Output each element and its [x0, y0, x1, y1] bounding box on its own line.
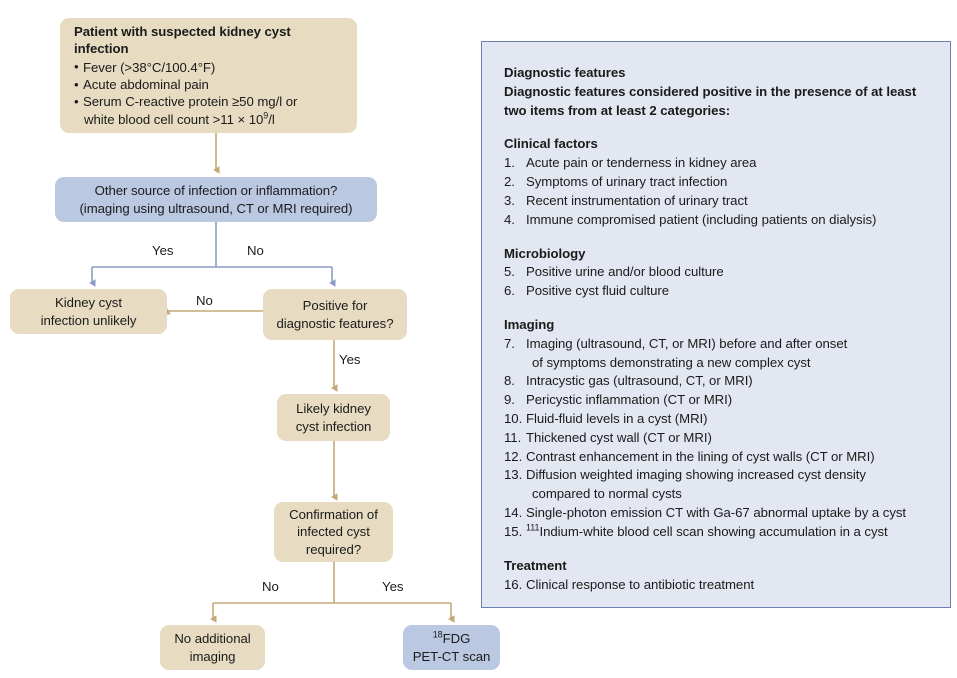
section-list-treatment: 16. Clinical response to antibiotic trea…	[504, 576, 932, 595]
node-other-source-question: Other source of infection or inflammatio…	[55, 177, 377, 222]
edge-label-confirmation-no: No	[262, 579, 279, 594]
node-positive-diagnostic-features: Positive for diagnostic features?	[263, 289, 407, 340]
feature-item-5: 5. Positive urine and/or blood culture	[504, 264, 724, 280]
node-unlikely-line-1: Kidney cyst	[55, 295, 122, 311]
feature-item-10: 10. Fluid-fluid levels in a cyst (MRI)	[504, 411, 708, 426]
node-kidney-cyst-unlikely: Kidney cyst infection unlikely	[10, 289, 167, 334]
node-other-source-line-2: (imaging using ultrasound, CT or MRI req…	[79, 200, 353, 216]
node-petct-line-1: 18FDG	[432, 629, 471, 647]
feature-item-7: 7. Imaging (ultrasound, CT, or MRI) befo…	[504, 335, 848, 370]
node-patient-bullet-2: Acute abdominal pain	[74, 75, 297, 93]
section-title-clinical-factors: Clinical factors	[504, 136, 598, 152]
indium-isotope-superscript: 111	[526, 522, 540, 533]
node-confirmation-line-2: infected cyst	[297, 524, 370, 540]
feature-item-8: 8. Intracystic gas (ultrasound, CT, or M…	[504, 373, 753, 389]
node-confirmation-line-1: Confirmation of	[289, 506, 378, 522]
feature-item-13: 13. Diffusion weighted imaging showing i…	[504, 467, 866, 502]
panel-heading: Diagnostic features	[504, 65, 626, 80]
feature-item-1: 1. Acute pain or tenderness in kidney ar…	[504, 155, 757, 171]
node-positive-line-1: Positive for	[302, 298, 368, 314]
node-no-imaging-line-2: imaging	[189, 648, 236, 664]
node-fdg-pet-ct-scan: 18FDG PET-CT scan	[403, 625, 500, 670]
feature-item-4: 4. Immune compromised patient (including…	[504, 211, 877, 227]
node-confirmation-required: Confirmation of infected cyst required?	[274, 502, 393, 562]
section-title-treatment: Treatment	[504, 557, 567, 573]
node-patient-suspected-infection: Patient with suspected kidney cyst infec…	[60, 18, 357, 133]
section-list-clinical-factors: 1. Acute pain or tenderness in kidney ar…	[504, 154, 932, 229]
edge-label-positive-yes: Yes	[339, 352, 361, 367]
feature-item-2: 2. Symptoms of urinary tract infection	[504, 174, 728, 190]
section-list-imaging: 7. Imaging (ultrasound, CT, or MRI) befo…	[504, 335, 932, 542]
node-patient-bullet-3: Serum C-reactive protein ≥50 mg/l or whi…	[74, 93, 297, 128]
node-patient-bullets: Fever (>38°C/100.4°F) Acute abdominal pa…	[74, 58, 297, 129]
node-confirmation-line-3: required?	[305, 541, 362, 557]
feature-item-11: 11. Thickened cyst wall (CT or MRI)	[504, 429, 712, 445]
edge-label-other-source-yes: Yes	[152, 243, 174, 258]
panel-intro-line-1: Diagnostic features considered positive …	[504, 83, 917, 99]
feature-item-3: 3. Recent instrumentation of urinary tra…	[504, 192, 748, 208]
edge-label-positive-no: No	[196, 293, 213, 308]
node-likely-cyst-infection: Likely kidney cyst infection	[277, 394, 390, 441]
flowchart-connectors	[89, 133, 455, 623]
node-patient-bullet-1: Fever (>38°C/100.4°F)	[74, 58, 297, 76]
feature-item-9: 9. Pericystic inflammation (CT or MRI)	[504, 392, 733, 408]
node-positive-line-2: diagnostic features?	[276, 315, 394, 331]
fdg-isotope-superscript: 18	[432, 629, 443, 640]
section-list-microbiology: 5. Positive urine and/or blood culture 6…	[504, 263, 932, 301]
flowchart-canvas: Patient with suspected kidney cyst infec…	[0, 0, 500, 678]
node-patient-title: Patient with suspected kidney cyst infec…	[74, 23, 291, 57]
diagnostic-features-panel: Diagnostic features Diagnostic features …	[481, 41, 951, 608]
feature-item-6: 6. Positive cyst fluid culture	[504, 283, 670, 299]
feature-item-12: 12. Contrast enhancement in the lining o…	[504, 448, 875, 464]
feature-item-15: 15. 111Indium-white blood cell scan show…	[504, 522, 888, 539]
feature-item-14: 14. Single-photon emission CT with Ga-67…	[504, 505, 907, 521]
node-petct-line-2: PET-CT scan	[412, 648, 491, 664]
feature-item-16: 16. Clinical response to antibiotic trea…	[504, 576, 755, 592]
node-patient-bullet-3-cont: white blood cell count >11 × 109/l	[84, 110, 275, 127]
edge-label-other-source-no: No	[247, 243, 264, 258]
node-no-imaging-line-1: No additional	[174, 631, 251, 647]
section-title-imaging: Imaging	[504, 316, 555, 332]
node-unlikely-line-2: infection unlikely	[40, 312, 137, 328]
node-other-source-line-1: Other source of infection or inflammatio…	[94, 183, 338, 199]
node-no-additional-imaging: No additional imaging	[160, 625, 265, 670]
section-title-microbiology: Microbiology	[504, 245, 586, 261]
edge-label-confirmation-yes: Yes	[382, 579, 404, 594]
panel-intro-line-2: two items from at least 2 categories:	[504, 102, 731, 118]
node-likely-line-2: cyst infection	[295, 418, 372, 434]
wbc-exponent: 9	[263, 110, 269, 121]
node-likely-line-1: Likely kidney	[296, 401, 371, 417]
